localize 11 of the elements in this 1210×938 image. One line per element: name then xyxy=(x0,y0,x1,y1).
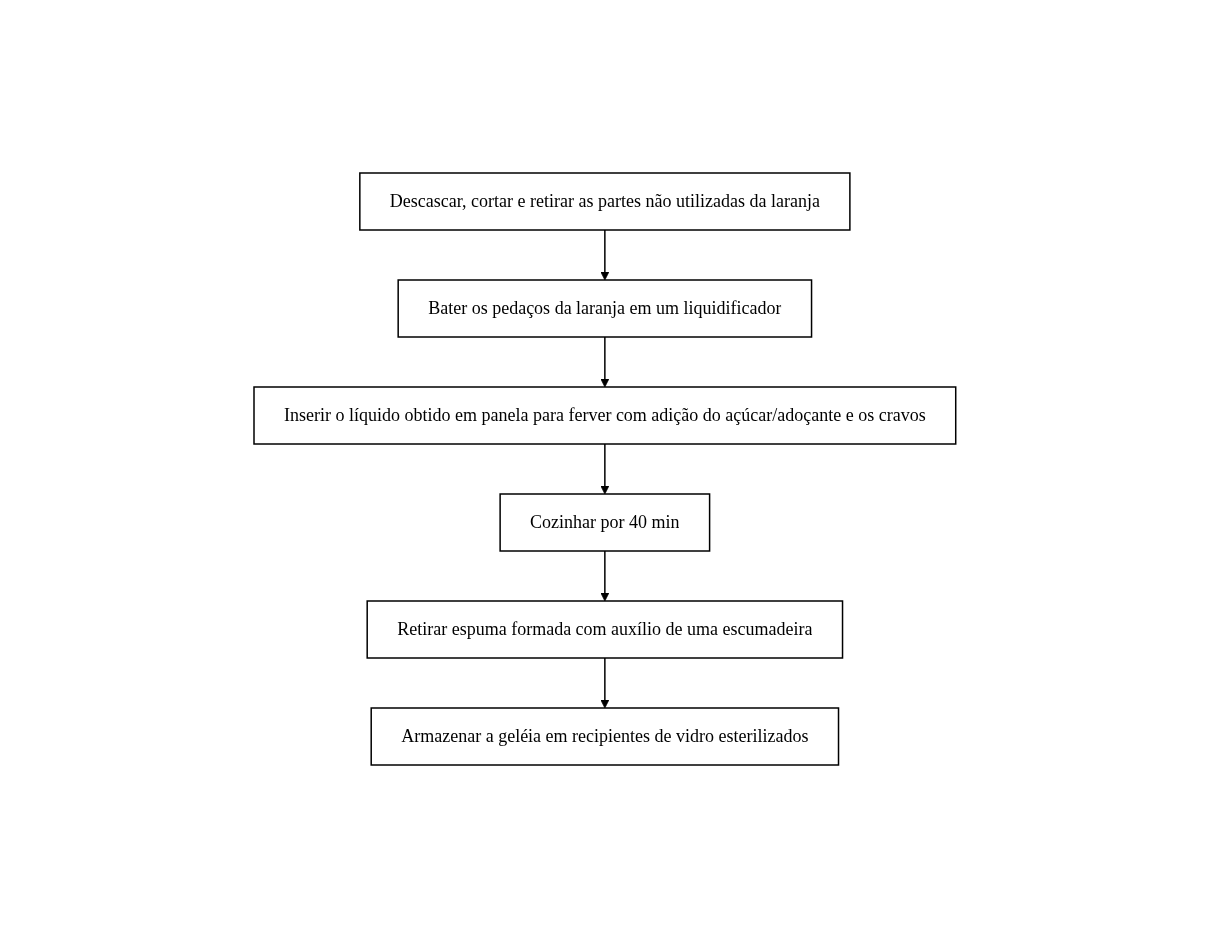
node-box: Cozinhar por 40 min xyxy=(499,493,711,552)
arrow xyxy=(600,657,610,709)
arrow xyxy=(600,336,610,388)
node-box: Descascar, cortar e retirar as partes não utilizadas da laranja xyxy=(359,172,851,231)
arrow xyxy=(600,229,610,281)
node-box: Bater os pedaços da laranja em um liquidificador xyxy=(397,279,813,338)
arrow xyxy=(600,443,610,495)
node-box: Retirar espuma formada com auxílio de uma escumadeira xyxy=(366,600,844,659)
arrow xyxy=(600,550,610,602)
node-box: Inserir o líquido obtido em panela para ferver com adição do açúcar/adoçante e os cravos xyxy=(253,386,957,445)
node-box: Armazenar a geléia em recipientes de vidro esterilizados xyxy=(370,707,840,766)
